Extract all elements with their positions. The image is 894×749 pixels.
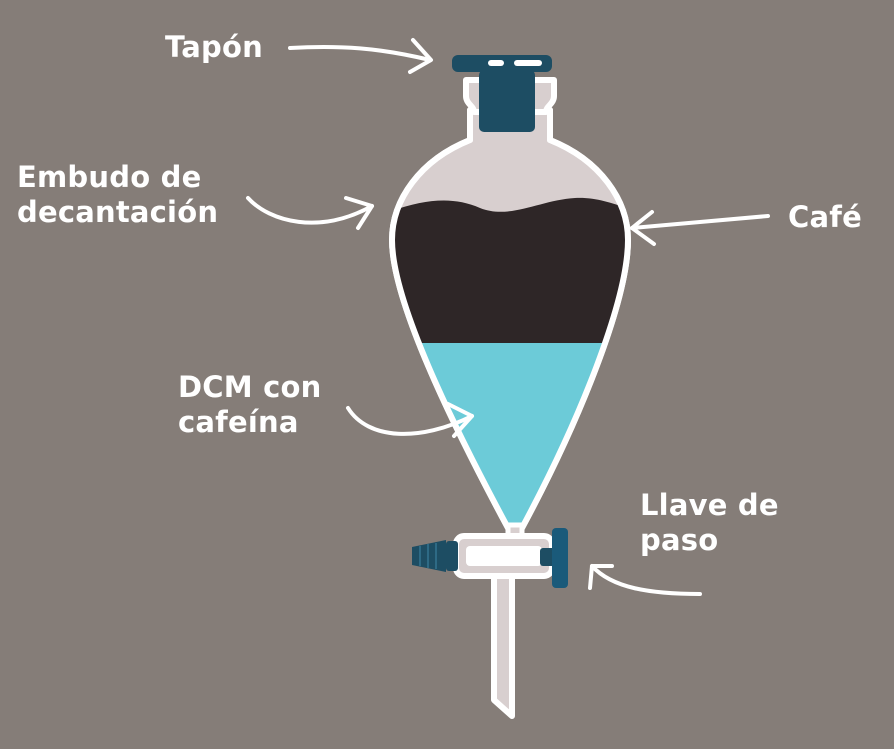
outlet-tube: [491, 573, 515, 719]
label-dcm-line-1: DCM con: [178, 370, 322, 404]
arrow-dcm: [346, 402, 474, 438]
label-embudo-line-1: Embudo de: [17, 160, 202, 194]
label-embudo: Embudo de decantación: [17, 160, 218, 230]
label-cafe-text: Café: [788, 200, 862, 234]
label-cafe: Café: [788, 200, 862, 235]
label-tapon: Tapón: [165, 30, 263, 65]
arrow-cafe: [630, 210, 770, 246]
coffee-layer: [392, 197, 628, 345]
label-llave: Llave de paso: [640, 488, 779, 558]
dcm-layer: [392, 343, 628, 528]
arrow-llave: [588, 564, 702, 596]
stopcock: [412, 522, 568, 588]
label-embudo-line-2: decantación: [17, 195, 219, 229]
label-llave-line-2: paso: [640, 523, 719, 557]
arrow-embudo: [246, 196, 374, 230]
stopper: [452, 55, 552, 132]
label-tapon-text: Tapón: [165, 30, 263, 64]
arrow-tapon: [288, 38, 433, 74]
label-dcm-line-2: cafeína: [178, 405, 299, 439]
label-llave-line-1: Llave de: [640, 488, 779, 522]
label-dcm: DCM con cafeína: [178, 370, 321, 440]
